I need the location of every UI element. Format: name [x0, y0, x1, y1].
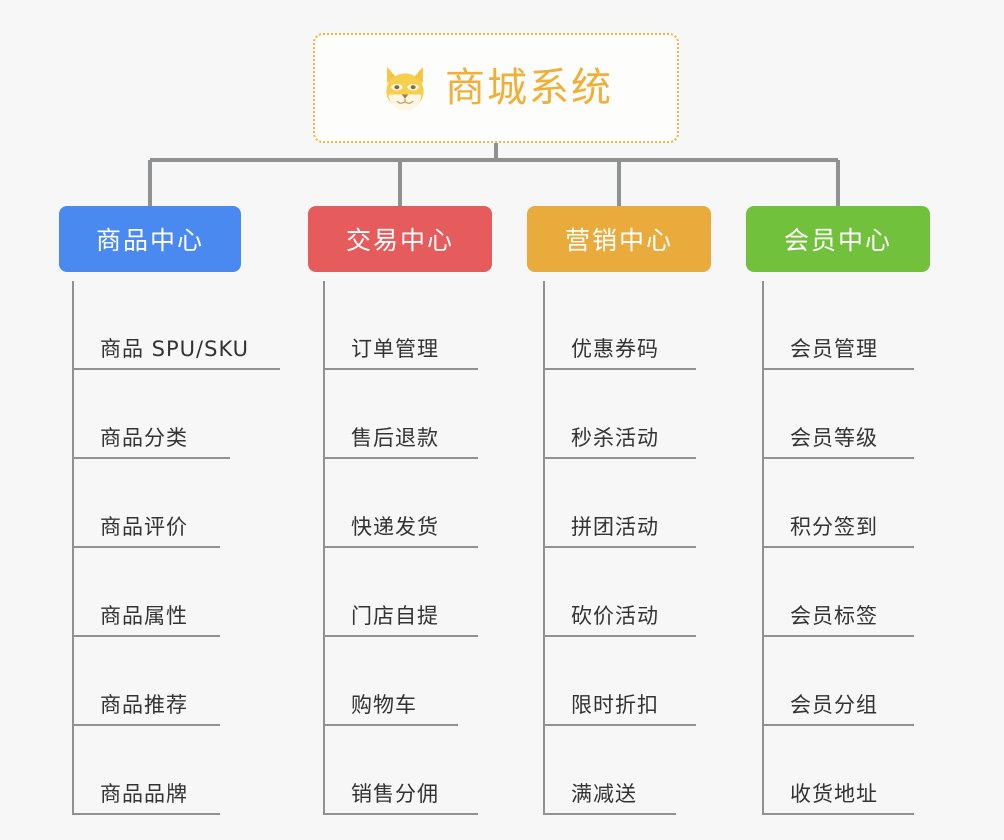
leaf-trunk-line: [762, 281, 764, 815]
leaf-item[interactable]: 积分签到: [762, 459, 914, 548]
leaf-item-label: 会员管理: [790, 336, 878, 361]
leaf-item-label: 砍价活动: [571, 603, 659, 628]
leaf-item-label: 积分签到: [790, 514, 878, 539]
category-box-2[interactable]: 营销中心: [527, 206, 711, 272]
leaf-item-label: 会员标签: [790, 603, 878, 628]
leaf-underline: [323, 813, 478, 815]
leaf-item-label: 满减送: [571, 781, 637, 806]
leaf-item-label: 商品分类: [100, 425, 188, 450]
leaf-underline: [323, 368, 478, 370]
leaf-item[interactable]: 满减送: [543, 726, 676, 815]
leaf-item[interactable]: 商品属性: [72, 548, 249, 637]
leaf-item-label: 会员分组: [790, 692, 878, 717]
category-box-3[interactable]: 会员中心: [746, 206, 930, 272]
leaf-underline: [72, 724, 220, 726]
leaf-item[interactable]: 商品 SPU/SKU: [72, 281, 280, 370]
leaf-underline: [72, 457, 230, 459]
leaf-item-label: 秒杀活动: [571, 425, 659, 450]
leaf-underline: [762, 546, 914, 548]
leaf-item[interactable]: 限时折扣: [543, 637, 696, 726]
leaf-item-label: 订单管理: [351, 336, 439, 361]
leaf-column-1: 订单管理售后退款快递发货门店自提购物车销售分佣: [323, 281, 478, 815]
leaf-underline: [323, 546, 478, 548]
leaf-underline: [762, 724, 914, 726]
leaf-item-label: 商品评价: [100, 514, 188, 539]
leaf-item[interactable]: 销售分佣: [323, 726, 478, 815]
leaf-item-label: 商品品牌: [100, 781, 188, 806]
leaf-item[interactable]: 门店自提: [323, 548, 478, 637]
leaf-item-label: 会员等级: [790, 425, 878, 450]
leaf-item[interactable]: 拼团活动: [543, 459, 696, 548]
category-box-1[interactable]: 交易中心: [308, 206, 492, 272]
leaf-item[interactable]: 优惠券码: [543, 281, 696, 370]
leaf-underline: [543, 724, 696, 726]
shiba-dog-icon: [386, 66, 424, 111]
leaf-trunk-line: [323, 281, 325, 815]
leaf-item[interactable]: 快递发货: [323, 459, 478, 548]
leaf-item-label: 商品属性: [100, 603, 188, 628]
category-box-0[interactable]: 商品中心: [59, 206, 241, 272]
leaf-underline: [323, 635, 478, 637]
leaf-item-label: 拼团活动: [571, 514, 659, 539]
leaf-item[interactable]: 会员标签: [762, 548, 914, 637]
root-node[interactable]: 商城系统: [313, 33, 679, 143]
leaf-item[interactable]: 会员分组: [762, 637, 914, 726]
leaf-item[interactable]: 商品品牌: [72, 726, 249, 815]
leaf-item-label: 商品 SPU/SKU: [100, 336, 250, 361]
leaf-item-label: 优惠券码: [571, 336, 659, 361]
leaf-item[interactable]: 会员等级: [762, 370, 914, 459]
leaf-underline: [543, 457, 696, 459]
leaf-item[interactable]: 商品分类: [72, 370, 249, 459]
category-label: 商品中心: [95, 226, 204, 255]
leaf-trunk-line: [543, 281, 545, 815]
leaf-column-0: 商品 SPU/SKU 商品分类商品评价商品属性商品推荐商品品牌: [72, 281, 280, 815]
leaf-underline: [72, 546, 220, 548]
leaf-underline: [543, 635, 696, 637]
leaf-item-label: 销售分佣: [351, 781, 439, 806]
leaf-underline: [323, 724, 458, 726]
leaf-item[interactable]: 收货地址: [762, 726, 914, 815]
leaf-item-label: 快递发货: [351, 514, 439, 539]
leaf-item[interactable]: 订单管理: [323, 281, 478, 370]
leaf-underline: [72, 368, 280, 370]
leaf-item[interactable]: 购物车: [323, 637, 458, 726]
leaf-item-label: 商品推荐: [100, 692, 188, 717]
leaf-underline: [762, 635, 914, 637]
leaf-underline: [72, 635, 220, 637]
leaf-underline: [762, 368, 914, 370]
leaf-item[interactable]: 商品推荐: [72, 637, 249, 726]
leaf-item-label: 收货地址: [790, 781, 878, 806]
leaf-underline: [72, 813, 220, 815]
category-label: 会员中心: [783, 226, 892, 255]
leaf-item-label: 门店自提: [351, 603, 439, 628]
leaf-item-label: 售后退款: [351, 425, 439, 450]
leaf-item[interactable]: 砍价活动: [543, 548, 696, 637]
leaf-underline: [762, 813, 914, 815]
root-title: 商城系统: [445, 65, 613, 111]
leaf-underline: [543, 368, 696, 370]
leaf-item[interactable]: 会员管理: [762, 281, 914, 370]
leaf-column-2: 优惠券码秒杀活动拼团活动砍价活动限时折扣满减送: [543, 281, 696, 815]
leaf-underline: [762, 457, 914, 459]
leaf-underline: [543, 546, 696, 548]
leaf-item[interactable]: 售后退款: [323, 370, 478, 459]
leaf-underline: [543, 813, 676, 815]
leaf-item-label: 购物车: [351, 692, 417, 717]
leaf-column-3: 会员管理会员等级积分签到会员标签会员分组收货地址: [762, 281, 914, 815]
leaf-trunk-line: [72, 281, 74, 815]
category-label: 营销中心: [564, 226, 673, 255]
leaf-item-label: 限时折扣: [571, 692, 659, 717]
category-label: 交易中心: [345, 226, 454, 255]
leaf-item[interactable]: 商品评价: [72, 459, 249, 548]
leaf-underline: [323, 457, 478, 459]
leaf-item[interactable]: 秒杀活动: [543, 370, 696, 459]
